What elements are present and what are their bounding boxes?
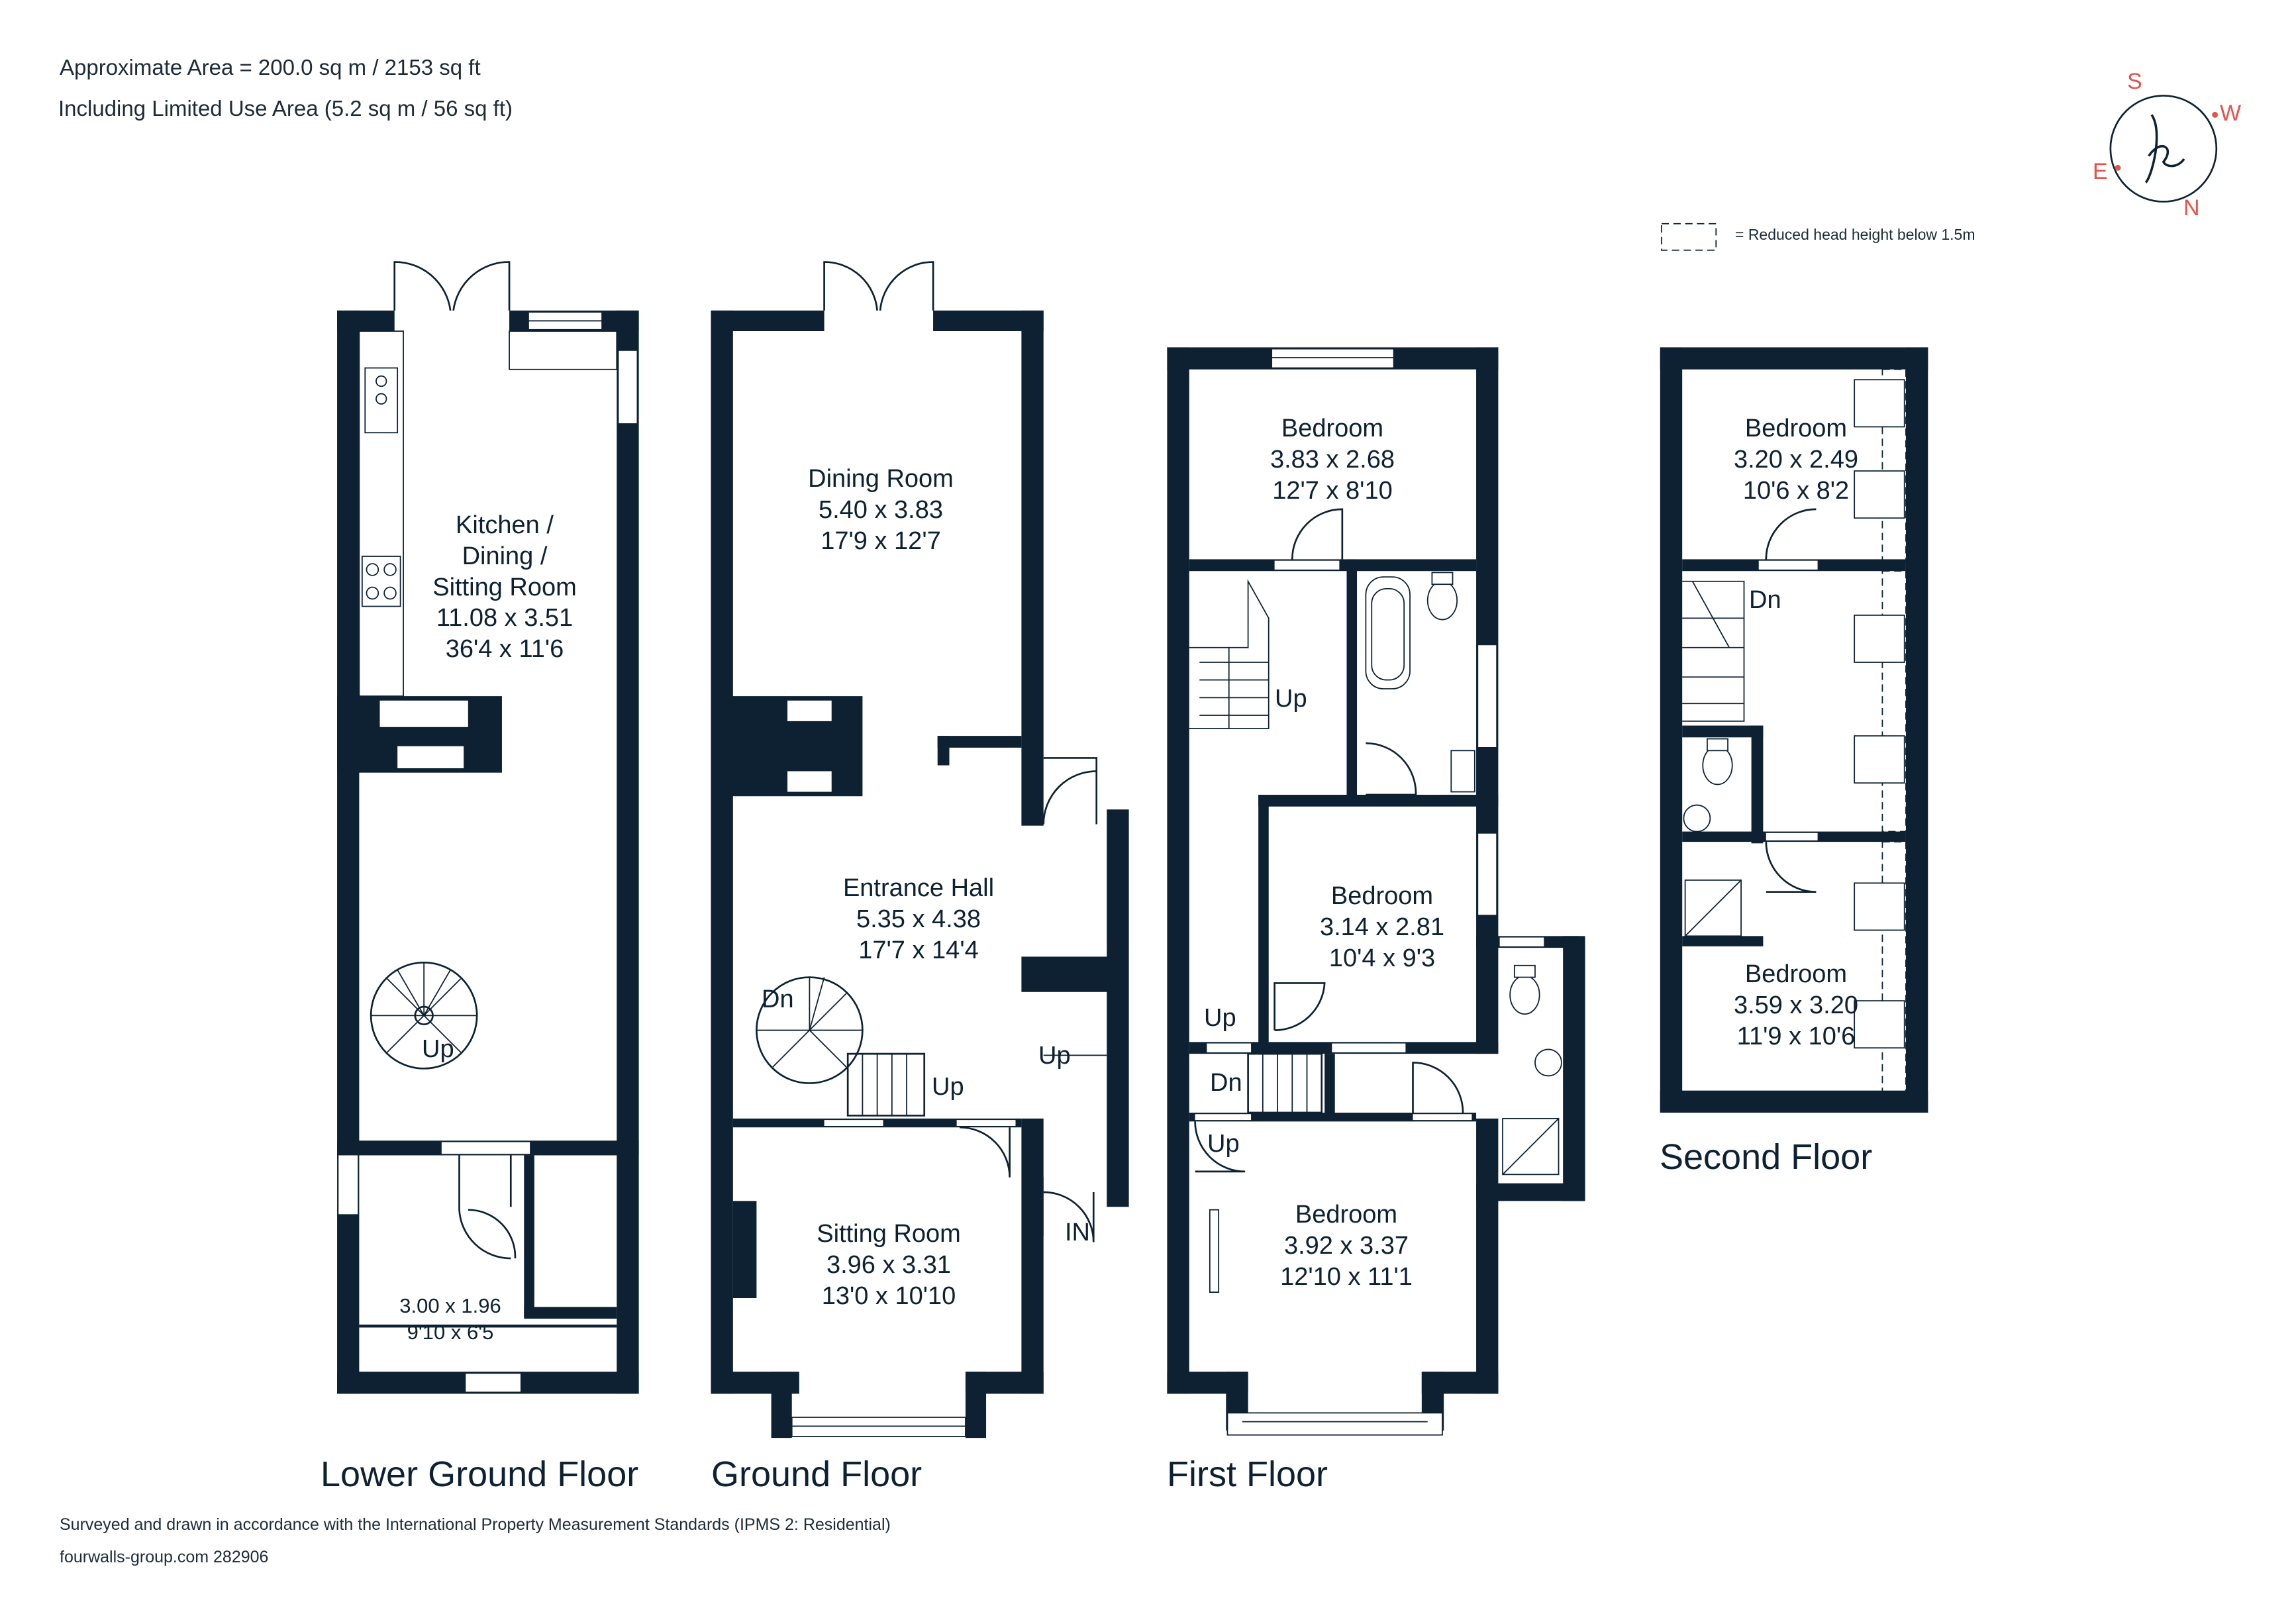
- floor-title-ground: Ground Floor: [711, 1454, 923, 1494]
- room-dining-metric: 5.40 x 3.83: [818, 496, 944, 524]
- stair-label-up: Up: [932, 1073, 964, 1101]
- entrance-label-in: IN: [1065, 1219, 1090, 1246]
- reference-number: fourwalls-group.com 282906: [60, 1548, 269, 1566]
- stair-label-up: Up: [1038, 1042, 1071, 1070]
- room-hall-metric: 5.35 x 4.38: [856, 905, 981, 933]
- room-kitchen-imperial: 36'4 x 11'6: [445, 635, 564, 663]
- stair-label-down: Dn: [762, 985, 794, 1013]
- floor-title-first: First Floor: [1167, 1454, 1328, 1494]
- lower-ground-floor-plan: [337, 261, 639, 1394]
- area-summary: Approximate Area = 200.0 sq m / 2153 sq …: [60, 55, 481, 79]
- compass-ring: [2109, 95, 2218, 203]
- room-sitting-metric: 3.96 x 3.31: [826, 1251, 952, 1279]
- room-bed-ff3-imperial: 12'10 x 11'1: [1280, 1263, 1413, 1291]
- room-hall-imperial: 17'7 x 14'4: [858, 936, 979, 964]
- room-bed-ff3-metric: 3.92 x 3.37: [1283, 1232, 1409, 1260]
- room-bed-sf2-imperial: 11'9 x 10'6: [1736, 1023, 1856, 1050]
- room-bed-ff3-name: Bedroom: [1295, 1201, 1398, 1229]
- floor-title-second: Second Floor: [1660, 1137, 1873, 1177]
- room-sitting-name: Sitting Room: [817, 1220, 961, 1248]
- legend-swatch: [1661, 223, 1717, 251]
- limited-use-area: Including Limited Use Area (5.2 sq m / 5…: [58, 96, 513, 121]
- compass-dot: [2212, 111, 2219, 118]
- compass-west: W: [2220, 101, 2242, 126]
- room-bed-ff2-name: Bedroom: [1330, 882, 1434, 910]
- room-bed-ff2-imperial: 10'4 x 9'3: [1328, 944, 1436, 972]
- room-bed-sf1-metric: 3.20 x 2.49: [1733, 446, 1859, 474]
- stair-label-up: Up: [1204, 1004, 1236, 1032]
- stair-label-down: Dn: [1749, 586, 1781, 614]
- room-dining-name: Dining Room: [808, 465, 954, 493]
- survey-standard-note: Surveyed and drawn in accordance with th…: [60, 1515, 891, 1534]
- stair-label-down: Dn: [1210, 1069, 1242, 1097]
- first-floor-plan: [1167, 347, 1585, 1436]
- room-hall-name: Entrance Hall: [842, 874, 995, 902]
- room-dining-imperial: 17'9 x 12'7: [821, 527, 941, 555]
- compass-east: E: [2093, 159, 2108, 184]
- room-bed-ff1-name: Bedroom: [1281, 415, 1384, 442]
- room-store-metric: 3.00 x 1.96: [399, 1294, 501, 1317]
- floor-title-lower-ground: Lower Ground Floor: [321, 1454, 639, 1494]
- room-kitchen-metric: 11.08 x 3.51: [436, 604, 574, 632]
- room-sitting-imperial: 13'0 x 10'10: [821, 1282, 956, 1310]
- ground-floor-plan: [711, 261, 1129, 1439]
- room-bed-ff1-imperial: 12'7 x 8'10: [1272, 477, 1393, 505]
- room-kitchen-name: Kitchen / Dining / Sitting Room: [432, 511, 577, 601]
- room-bed-ff1-metric: 3.83 x 2.68: [1270, 446, 1395, 474]
- room-bed-sf1-imperial: 10'6 x 8'2: [1742, 477, 1850, 505]
- logo-mark: [2144, 114, 2185, 183]
- compass-north: N: [2183, 195, 2200, 221]
- room-bed-sf1-name: Bedroom: [1744, 415, 1848, 442]
- room-bed-ff2-metric: 3.14 x 2.81: [1319, 913, 1445, 941]
- compass-dot: [2115, 164, 2121, 171]
- stair-label-up: Up: [422, 1035, 454, 1063]
- room-bed-sf2-name: Bedroom: [1744, 960, 1848, 988]
- stair-label-up: Up: [1207, 1130, 1240, 1158]
- second-floor-plan: [1660, 347, 1928, 1113]
- room-bed-sf2-metric: 3.59 x 3.20: [1733, 991, 1859, 1019]
- room-store-imperial: 9'10 x 6'5: [407, 1321, 494, 1344]
- compass-south: S: [2127, 69, 2142, 94]
- legend-text: = Reduced head height below 1.5m: [1735, 226, 1975, 243]
- stair-label-up: Up: [1275, 685, 1307, 713]
